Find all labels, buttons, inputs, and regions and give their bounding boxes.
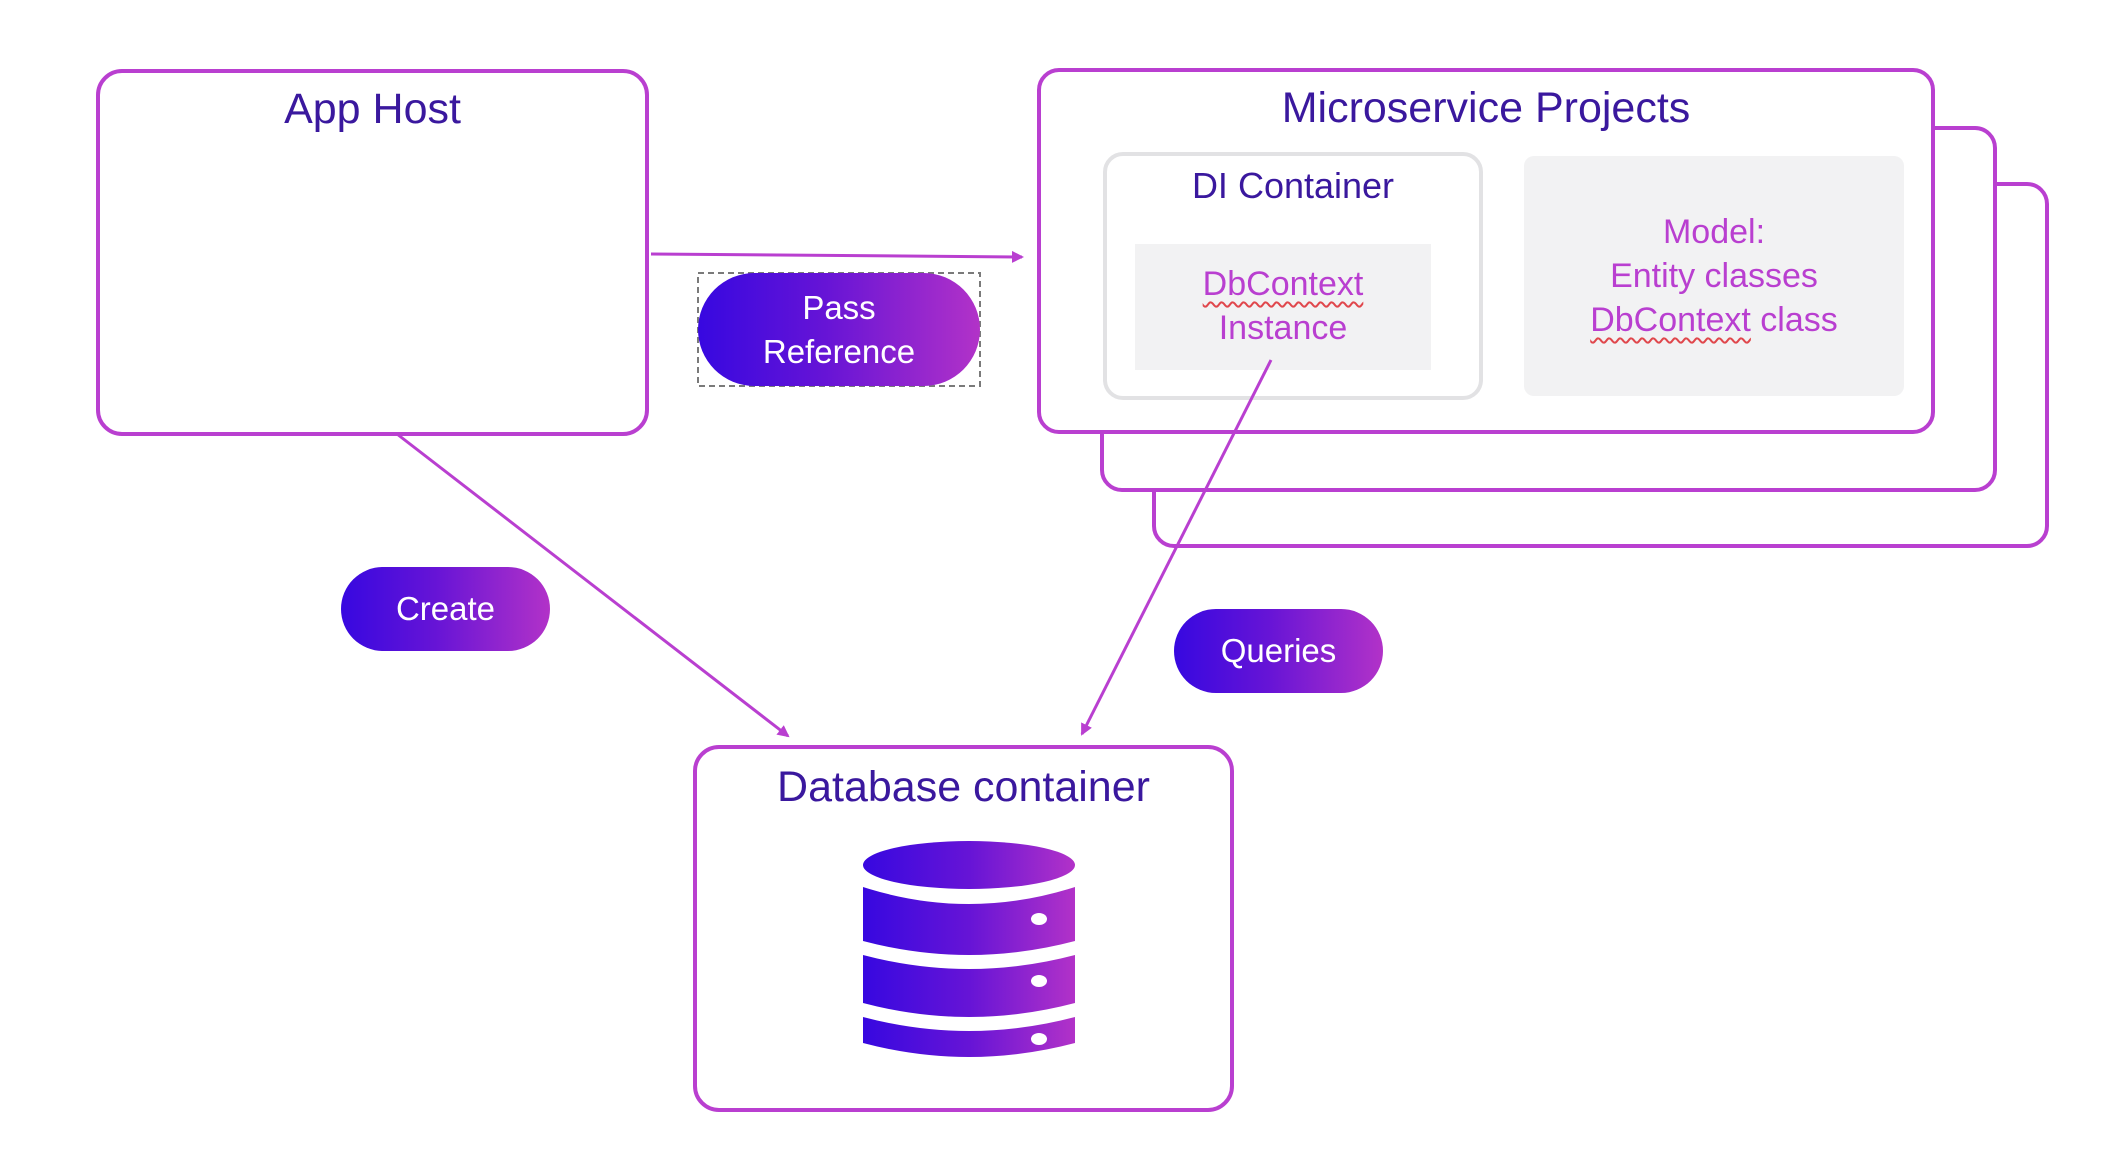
database-container-box: Database container [693,745,1234,1112]
queries-label-text: Queries [1220,632,1337,669]
pass-reference-label: Pass Reference [698,273,980,386]
model-line3: DbContext class [1524,298,1904,342]
di-container-box: DI Container DbContext Instance [1103,152,1483,400]
model-line1: Model: [1662,213,1766,251]
pass-reference-line2: Reference [762,332,916,370]
create-arrow [396,432,790,738]
microservice-projects-title: Microservice Projects [1281,84,1691,132]
database-container-title: Database container [777,763,1150,811]
dbcontext-instance-line1: DbContext [1202,265,1364,303]
di-container-title: DI Container [1191,165,1395,206]
database-icon [863,841,1075,1057]
dbcontext-instance-panel: DbContext Instance [1135,244,1431,370]
create-label-text: Create [395,590,496,627]
queries-label: Queries [1174,609,1383,693]
app-host-title: App Host [284,85,461,133]
queries-arrow [1080,359,1273,736]
model-line3-dbcontext: DbContext [1590,301,1751,339]
model-panel: Model: Entity classes DbContext class [1524,156,1904,396]
app-host-box: App Host [96,69,649,436]
create-label: Create [341,567,550,651]
pass-reference-line1: Pass [802,288,876,326]
model-line2: Entity classes [1610,257,1818,295]
dbcontext-instance-line2: Instance [1218,309,1348,347]
pass-reference-arrow [650,250,1024,263]
microservice-projects-box: Microservice Projects DI Container DbCon… [1037,68,1935,434]
model-line3-class: class [1750,301,1838,339]
